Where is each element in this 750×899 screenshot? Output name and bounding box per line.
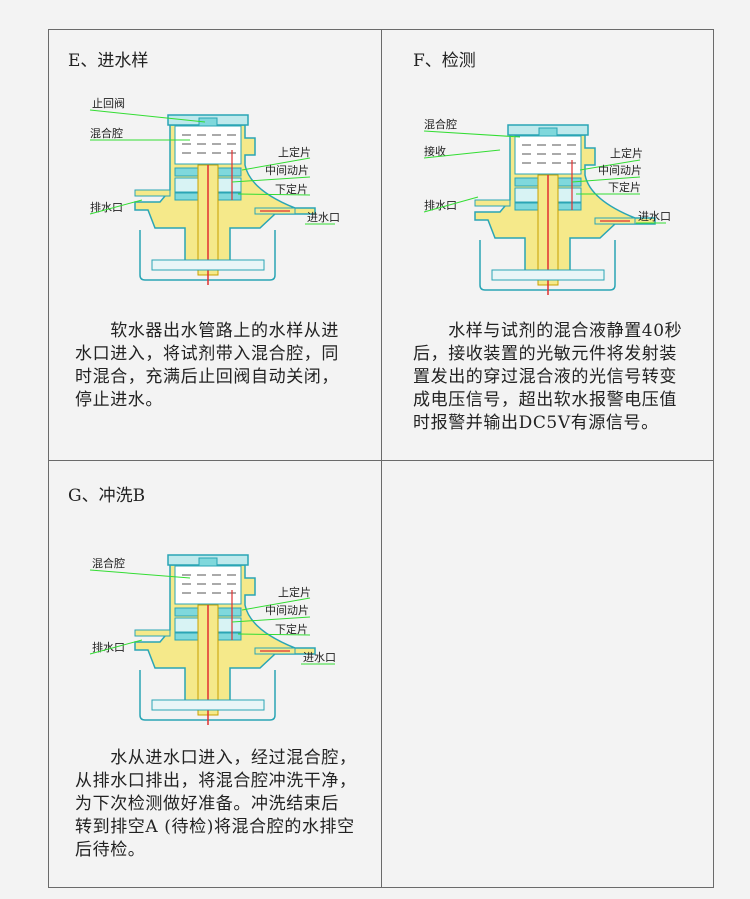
panel-f-description: 水样与试剂的混合液静置40秒 后，接收装置的光敏元件将发射装 置发出的穿过混合液… bbox=[413, 320, 682, 435]
label-upper-disc: 上定片 bbox=[610, 146, 643, 160]
label-middle-disc: 中间动片 bbox=[265, 604, 309, 617]
valve-body bbox=[134, 554, 316, 725]
valve-diagram-f: 混合腔 接收 排水口 上定片 中间动片 下定片 进水口 bbox=[423, 117, 671, 295]
valve-diagram-g: 混合腔 排水口 上定片 中间动片 下定片 进水口 bbox=[89, 554, 336, 725]
label-drain: 排水口 bbox=[90, 200, 123, 214]
panel-g-title: G、冲洗B bbox=[68, 486, 146, 506]
divider-horizontal bbox=[48, 460, 714, 461]
valve-diagram-e: 止回阀 混合腔 排水口 上定片 中间动片 下定片 进水口 bbox=[89, 96, 340, 285]
text-line: 后待检。 bbox=[75, 840, 146, 860]
label-drain: 排水口 bbox=[92, 640, 125, 654]
label-lower-disc: 下定片 bbox=[608, 180, 641, 194]
label-drain: 排水口 bbox=[424, 198, 457, 212]
label-lower-disc: 下定片 bbox=[275, 182, 308, 196]
panel-e-description: 软水器出水管路上的水样从进 水口进入，将试剂带入混合腔，同 时混合，充满后止回阀… bbox=[75, 320, 339, 412]
label-inlet: 进水口 bbox=[638, 210, 671, 223]
label-mix-chamber: 混合腔 bbox=[92, 556, 125, 570]
text-line: 从排水口排出，将混合腔冲洗干净， bbox=[75, 771, 357, 791]
valve-body bbox=[134, 114, 316, 285]
panel-f-title: F、检测 bbox=[413, 51, 476, 71]
label-check-valve: 止回阀 bbox=[92, 96, 125, 110]
valve-body bbox=[474, 124, 656, 295]
divider-vertical bbox=[381, 29, 382, 888]
label-lower-disc: 下定片 bbox=[275, 622, 308, 636]
label-mix-chamber: 混合腔 bbox=[90, 126, 123, 140]
label-middle-disc: 中间动片 bbox=[265, 164, 309, 177]
label-mix-chamber: 混合腔 bbox=[424, 117, 457, 131]
text-line: 转到排空A (待检)将混合腔的水排空 bbox=[75, 817, 355, 837]
text-line: 时报警并输出DC5V有源信号。 bbox=[413, 413, 659, 433]
label-middle-disc: 中间动片 bbox=[598, 164, 642, 177]
label-upper-disc: 上定片 bbox=[278, 145, 311, 159]
label-inlet: 进水口 bbox=[303, 651, 336, 664]
label-upper-disc: 上定片 bbox=[278, 585, 311, 599]
label-inlet: 进水口 bbox=[307, 211, 340, 224]
text-line: 水从进水口进入，经过混合腔， bbox=[75, 748, 357, 768]
text-line: 为下次检测做好准备。冲洗结束后 bbox=[75, 794, 339, 814]
text-line: 水口进入，将试剂带入混合腔，同 bbox=[75, 344, 339, 364]
label-receiver: 接收 bbox=[424, 144, 446, 158]
text-line: 停止进水。 bbox=[75, 390, 163, 410]
text-line: 时混合，充满后止回阀自动关闭， bbox=[75, 367, 339, 387]
text-line: 水样与试剂的混合液静置40秒 bbox=[413, 321, 683, 341]
panel-e-title: E、进水样 bbox=[68, 51, 149, 71]
text-line: 后，接收装置的光敏元件将发射装 bbox=[413, 344, 677, 364]
text-line: 软水器出水管路上的水样从进 bbox=[75, 321, 339, 341]
text-line: 置发出的穿过混合液的光信号转变 bbox=[413, 367, 677, 387]
text-line: 成电压信号，超出软水报警电压值 bbox=[413, 390, 677, 410]
panel-g-description: 水从进水口进入，经过混合腔， 从排水口排出，将混合腔冲洗干净， 为下次检测做好准… bbox=[75, 747, 357, 862]
